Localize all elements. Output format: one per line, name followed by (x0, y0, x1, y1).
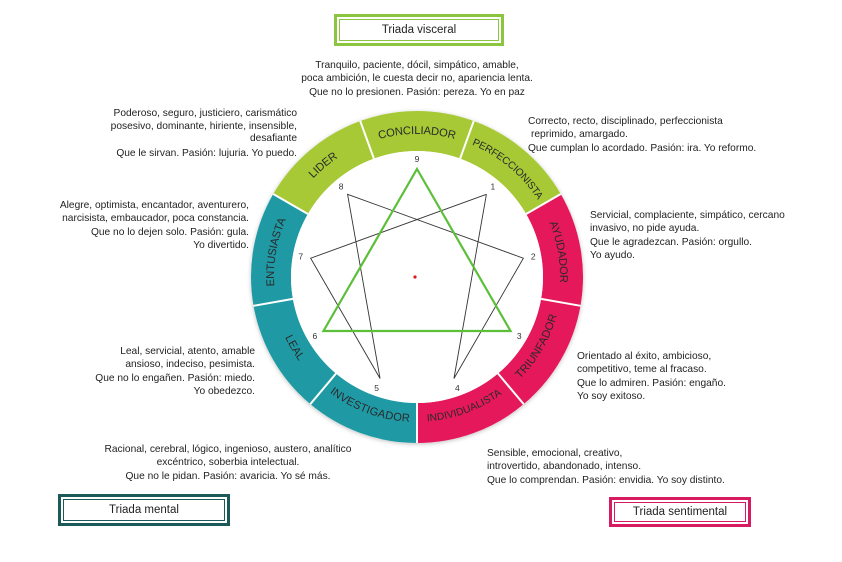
description-triunfador: Orientado al éxito, ambicioso, competiti… (577, 350, 726, 404)
description-line: Alegre, optimista, encantador, aventurer… (59, 200, 249, 211)
triangle-369 (321, 166, 513, 333)
type-ring (251, 111, 583, 443)
description-line: poca ambición, le cuesta decir no, apari… (301, 73, 533, 85)
description-lider: Poderoso, seguro, justiciero, carismátic… (80, 107, 297, 160)
description-line: excéntrico, soberbia intelectual. (156, 457, 300, 469)
description-line: Leal, servicial, atento, amable (120, 346, 255, 357)
description-line: Yo ayudo. (590, 250, 635, 262)
description-line: Yo soy exitoso. (577, 391, 646, 403)
triad-visceral-box: Triada visceral (334, 14, 504, 46)
description-line: Poderoso, seguro, justiciero, carismátic… (113, 108, 297, 119)
description-individualista: Sensible, emocional, creativo, introvert… (487, 447, 725, 487)
description-line: Sensible, emocional, creativo, (487, 448, 623, 459)
inner-circle (291, 151, 543, 403)
description-entusiasta: Alegre, optimista, encantador, aventurer… (30, 199, 249, 253)
point-number-9: 9 (415, 154, 420, 164)
description-perfeccionista: Correcto, recto, disciplinado, perfeccio… (528, 115, 756, 155)
segment-lider (273, 121, 374, 214)
description-line: Que no le pidan. Pasión: avaricia. Yo sé… (125, 470, 331, 482)
hexad-line (309, 193, 525, 379)
point-number-1: 1 (490, 182, 495, 192)
description-line: posesivo, dominante, hiriente, insensibl… (110, 121, 297, 133)
triad-visceral-label: Triada visceral (381, 24, 457, 36)
description-line: Que cumplan lo acordado. Pasión: ira. Yo… (528, 142, 757, 154)
description-line: Que lo admiren. Pasión: engaño. (577, 377, 726, 389)
segment-label-conciliador: CONCILIADOR (377, 125, 457, 142)
segment-leal (253, 298, 337, 405)
description-line: Racional, cerebral, lógico, ingenioso, a… (104, 444, 352, 455)
description-leal: Leal, servicial, atento, amable ansioso,… (70, 345, 255, 399)
description-line: Yo divertido. (193, 240, 249, 252)
segment-separators (253, 120, 581, 443)
description-ayudador: Servicial, complaciente, simpático, cerc… (590, 209, 785, 263)
description-line: introvertido, abandonado, intenso. (487, 461, 642, 473)
description-line: Que no lo dejen solo. Pasión: gula. (90, 226, 249, 238)
description-line: Que le agradezcan. Pasión: orgullo. (590, 236, 752, 248)
segment-separator (309, 372, 337, 405)
description-line: Correcto, recto, disciplinado, perfeccio… (528, 116, 723, 127)
point-number-6: 6 (312, 331, 317, 341)
description-line: Que no lo presionen. Pasión: pereza. Yo … (309, 86, 525, 98)
segment-separator (253, 297, 294, 307)
segment-separator (272, 193, 309, 215)
description-line: competitivo, teme al fracaso. (577, 364, 707, 376)
point-number-5: 5 (374, 383, 379, 393)
segment-separator (459, 120, 475, 159)
description-line: Servicial, complaciente, simpático, cerc… (590, 210, 785, 221)
segment-separator (540, 297, 581, 307)
description-line: ansioso, indeciso, pesimista. (125, 359, 255, 371)
description-line: Tranquilo, paciente, dócil, simpático, a… (315, 60, 519, 71)
point-number-2: 2 (531, 252, 536, 262)
point-number-8: 8 (339, 182, 344, 192)
point-number-3: 3 (517, 331, 522, 341)
segment-separator (525, 193, 562, 215)
enneagram-lines (309, 166, 525, 379)
segment-separator (359, 120, 375, 159)
segment-entusiasta (251, 194, 308, 306)
segment-ayudador (526, 194, 583, 306)
description-line: Que lo comprendan. Pasión: envidia. Yo s… (487, 474, 725, 486)
description-investigador: Racional, cerebral, lógico, ingenioso, a… (94, 443, 362, 483)
point-number-4: 4 (455, 383, 460, 393)
description-line: Yo obedezco. (193, 386, 255, 398)
segment-investigador (310, 373, 417, 443)
segment-perfeccionista (460, 121, 561, 214)
segment-conciliador (360, 111, 474, 159)
segment-triunfador (497, 298, 581, 405)
triad-mental-box: Triada mental (58, 494, 230, 526)
description-line: reprimido, amargado. (531, 129, 628, 141)
description-line: desafiante (249, 132, 297, 144)
triad-mental-label: Triada mental (109, 504, 179, 516)
description-conciliador: Tranquilo, paciente, dócil, simpático, a… (286, 59, 548, 99)
triad-sentimental-box: Triada sentimental (609, 497, 751, 527)
description-line: invasivo, no pide ayuda. (590, 223, 700, 235)
description-line: narcisista, embaucador, poca constancia. (62, 213, 249, 225)
point-number-7: 7 (298, 252, 303, 262)
description-line: Orientado al éxito, ambicioso, (577, 351, 712, 362)
description-line: Que le sirvan. Pasión: lujuria. Yo puedo… (116, 147, 297, 159)
point-numbers: 9 1 2 3 4 5 6 7 8 (298, 154, 535, 393)
description-line: Que no lo engañen. Pasión: miedo. (95, 372, 255, 384)
center-dot (413, 275, 417, 279)
segment-separator (497, 372, 525, 405)
triad-sentimental-label: Triada sentimental (632, 506, 728, 518)
segment-individualista (417, 373, 524, 443)
